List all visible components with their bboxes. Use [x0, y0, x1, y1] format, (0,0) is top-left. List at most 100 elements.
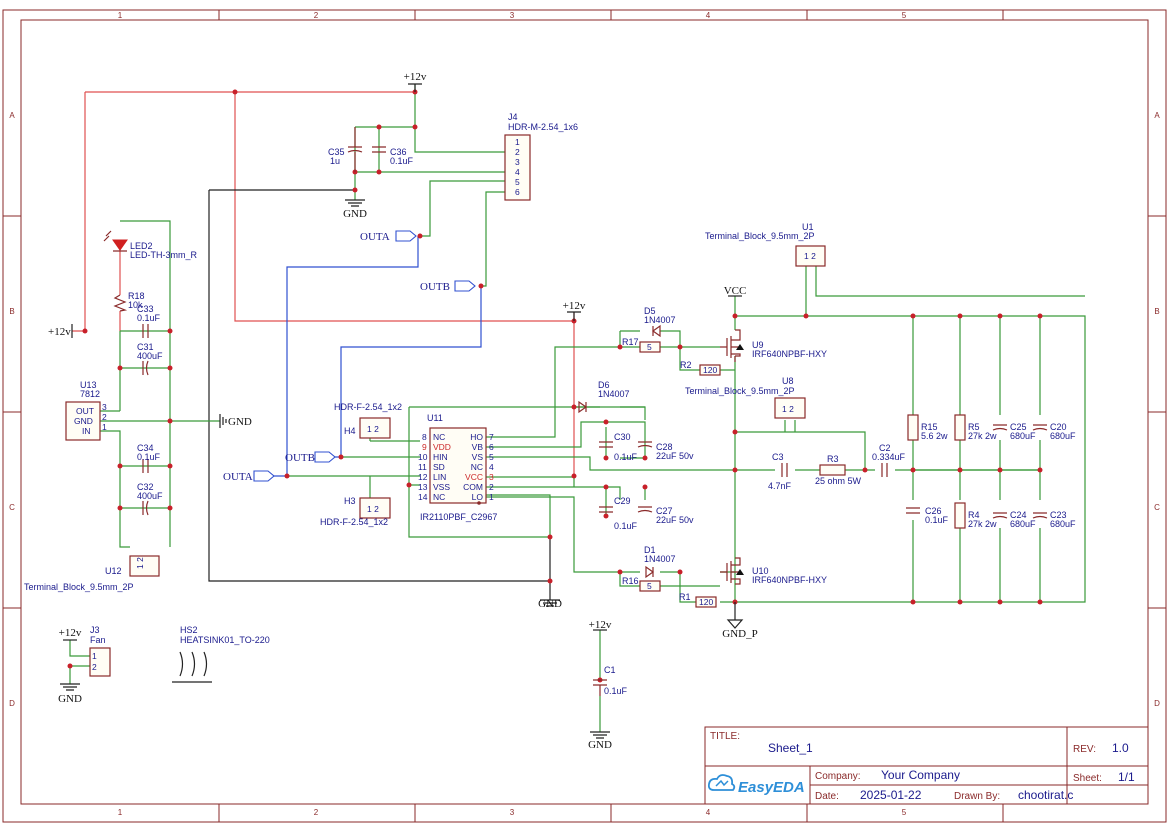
u13-value: 7812	[80, 389, 100, 399]
svg-text:5: 5	[647, 342, 652, 352]
grid-col-5: 5	[902, 11, 907, 20]
net-flag-outb-1: OUTB	[420, 280, 476, 293]
j4-pin-3: 3	[515, 157, 520, 167]
c26-capacitor	[906, 507, 920, 514]
u11-pin-4: 4	[489, 462, 494, 472]
d1-value: 1N4007	[644, 554, 676, 564]
c29-capacitor	[599, 506, 613, 513]
grid-col-5-bottom: 5	[902, 808, 907, 817]
u11-vcc: VCC	[465, 472, 483, 482]
power-12v-c1: +12v	[589, 619, 612, 631]
r4-ref: R4	[968, 510, 980, 520]
d1-diode	[645, 565, 655, 579]
c2-ref: C2	[879, 443, 891, 453]
j4-header: 1 2 3 4 5 6	[504, 134, 531, 201]
u11-pin-2: 2	[489, 482, 494, 492]
r15-resistor	[907, 414, 919, 441]
j3-fan-header: 12	[89, 647, 111, 677]
easyeda-logo-icon: EasyEDA	[707, 774, 805, 796]
r18-value: 10k	[128, 300, 143, 310]
u11-pin-6: 6	[489, 442, 494, 452]
grid-col-2-bottom: 2	[314, 808, 319, 817]
j3-ref: J3	[90, 625, 100, 635]
h4-ref: H4	[344, 426, 356, 436]
u11-lin: LIN	[433, 472, 446, 482]
u9-mosfet	[720, 329, 744, 362]
svg-text:OUTA: OUTA	[360, 231, 390, 243]
grid-col-1-bottom: 1	[118, 808, 123, 817]
c25-value: 680uF	[1010, 431, 1036, 441]
hs2-ref: HS2	[180, 625, 198, 635]
r3-resistor	[819, 464, 846, 476]
c31-value: 400uF	[137, 351, 163, 361]
c2-capacitor	[881, 463, 888, 477]
d6-diode	[578, 400, 588, 414]
c36-value: 0.1uF	[390, 156, 414, 166]
gnd-c35: GND	[343, 208, 367, 220]
grid-row-d-right: D	[1154, 699, 1160, 708]
svg-text:OUTB: OUTB	[285, 452, 315, 464]
c3-capacitor	[781, 463, 788, 477]
u1-ref: U1	[802, 222, 814, 232]
r3-value: 25 ohm 5W	[815, 476, 862, 486]
u11-pin-9: 9	[422, 442, 427, 452]
gnd-c1: GND	[588, 739, 612, 751]
h3-ref: H3	[344, 496, 356, 506]
u11-com: COM	[463, 482, 483, 492]
r17-ref: R17	[622, 337, 639, 347]
r5-value: 27k 2w	[968, 431, 997, 441]
r4-resistor	[954, 502, 966, 529]
h4-value: HDR-F-2.54_1x2	[334, 402, 402, 412]
r18-resistor	[113, 294, 128, 312]
c30-capacitor	[599, 441, 613, 448]
grid-row-c-right: C	[1154, 503, 1160, 512]
led2-icon	[103, 230, 128, 252]
gnd-u11: GND	[538, 598, 562, 610]
inner-frame	[20, 19, 1149, 805]
grid-col-4-bottom: 4	[706, 808, 711, 817]
c34-capacitor	[142, 459, 149, 473]
u11-pin-14: 14	[418, 492, 428, 502]
u10-ref: U10	[752, 566, 769, 576]
u12-value: Terminal_Block_9.5mm_2P	[24, 582, 134, 592]
r5-resistor	[954, 414, 966, 441]
grid-row-b: B	[9, 307, 14, 316]
u13-ref: U13	[80, 380, 97, 390]
c24-value: 680uF	[1010, 519, 1036, 529]
svg-text:1: 1	[92, 651, 97, 661]
c1-ref: C1	[604, 665, 616, 675]
svg-text:1 2: 1 2	[367, 424, 379, 434]
c29-ref: C29	[614, 496, 631, 506]
svg-text:OUTA: OUTA	[223, 471, 253, 483]
c24-ref: C24	[1010, 510, 1027, 520]
c23-capacitor	[1032, 512, 1048, 519]
u11-value: IR2110PBF_C2967	[420, 512, 497, 522]
u9-ref: U9	[752, 340, 764, 350]
gnd-p: GND_P	[722, 628, 757, 640]
company-value: Your Company	[881, 768, 960, 782]
c26-ref: C26	[925, 506, 942, 516]
u13-pin-gnd: GND	[74, 416, 93, 426]
outer-frame	[2, 9, 1167, 823]
grid-ticks	[3, 10, 1166, 822]
grid-col-3-bottom: 3	[510, 808, 515, 817]
hs2-value: HEATSINK01_TO-220	[180, 635, 270, 645]
c25-ref: C25	[1010, 422, 1027, 432]
svg-text:1 2: 1 2	[782, 404, 794, 414]
c36-capacitor	[372, 146, 386, 153]
u11-nc-left-top: NC	[433, 432, 445, 442]
u13-pin-in: IN	[82, 426, 91, 436]
power-12v-mid: +12v	[563, 300, 586, 312]
u11-pin-5: 5	[489, 452, 494, 462]
u11-pin-10: 10	[418, 452, 428, 462]
rev-label: REV:	[1073, 744, 1096, 755]
u11-ho: HO	[470, 432, 483, 442]
heatsink-icon	[172, 651, 212, 683]
power-vcc: VCC	[724, 285, 747, 297]
c23-ref: C23	[1050, 510, 1067, 520]
c1-capacitor	[593, 679, 607, 696]
drawn-by-value: chootirat.c	[1018, 788, 1073, 802]
u13-regulator: OUT GND IN 3 2 1	[65, 401, 107, 441]
sheet-label: Sheet:	[1073, 773, 1102, 784]
